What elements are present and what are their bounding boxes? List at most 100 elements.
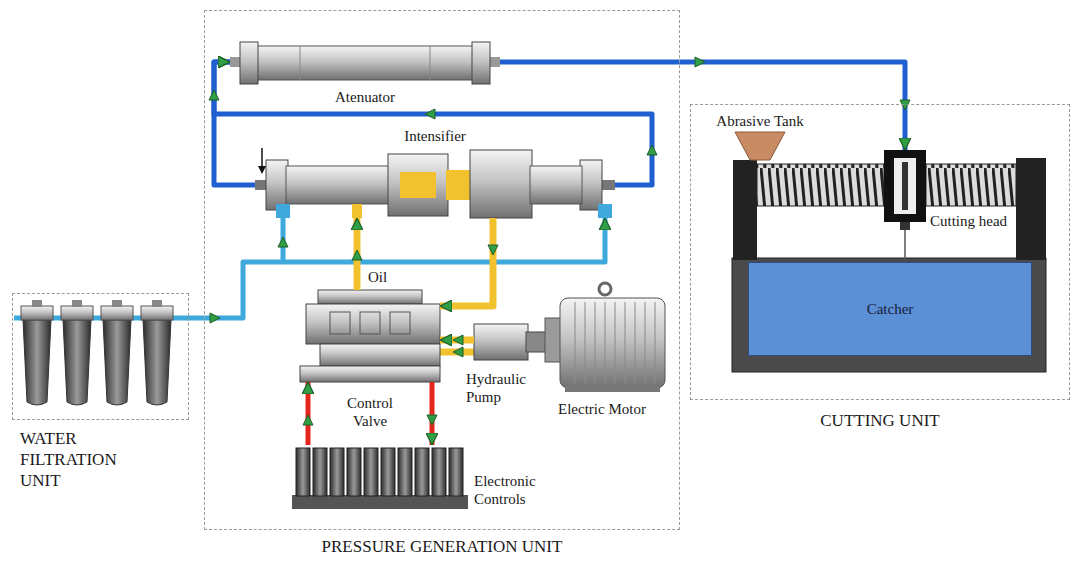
pipe-connector: [306, 382, 311, 445]
electronic-controls-drawing: [347, 448, 361, 496]
filter-cartridge: [21, 300, 173, 405]
filter-cartridge: [103, 320, 131, 405]
filter-cartridge: [61, 306, 93, 320]
electronic-controls-drawing: [292, 448, 468, 509]
electric-motor-drawing: [545, 318, 561, 362]
filter-cartridge: [101, 306, 133, 320]
electric-motor-drawing: [615, 302, 616, 384]
electronic-controls-drawing: [449, 448, 463, 496]
pipe-connector: [440, 218, 493, 306]
pipe-connector: [430, 382, 435, 445]
cutting-head-drawing: [904, 230, 906, 262]
electronic-controls-drawing: [364, 448, 378, 496]
part-label: Cutting head: [930, 212, 1016, 230]
control-valve-drawing: [306, 304, 440, 344]
control-valve-drawing: [300, 366, 440, 382]
intensifier-drawing: [266, 160, 288, 210]
part-label: Control Valve: [340, 394, 400, 430]
control-valve: Control Valve: [300, 290, 440, 382]
flow-arrow: [695, 57, 705, 67]
attenuator-drawing: [230, 42, 500, 84]
electric-motor-drawing: [545, 283, 665, 392]
electric-motor-drawing: [585, 302, 586, 384]
flow-arrow: [453, 335, 463, 345]
electric-motor-drawing: [635, 302, 636, 384]
electronic-controls-drawing: [330, 448, 344, 496]
unit-heading: WATER FILTRATION UNIT: [20, 428, 140, 491]
electronic-controls-drawing: [381, 448, 395, 496]
electronic-controls: Electronic Controls: [290, 445, 470, 510]
flow-arrow: [209, 57, 910, 425]
pipe-connector: [189, 218, 605, 318]
flow-arrow: [453, 347, 463, 357]
part-label: Abrasive Tank: [700, 112, 820, 130]
flow-arrow: [303, 415, 313, 425]
flow-arrow: [647, 145, 657, 155]
part-label: Hydraulic Pump: [466, 370, 540, 406]
part-label: Electronic Controls: [474, 472, 554, 508]
cutting-head: Cutting head: [884, 150, 926, 222]
electric-motor: Electric Motor: [545, 281, 670, 392]
electronic-controls-drawing: [398, 448, 412, 496]
intensifier-drawing: [258, 166, 266, 174]
attenuator-drawing: [256, 46, 474, 80]
intensifier: Intensifier: [255, 150, 615, 218]
intensifier-drawing: [352, 204, 362, 218]
filter-cartridge: [63, 320, 91, 405]
unit-heading: CUTTING UNIT: [690, 410, 1070, 431]
cutting-head-drawing: [894, 158, 916, 214]
electric-motor-drawing: [595, 302, 596, 384]
flow-arrow: [488, 245, 498, 255]
intensifier-drawing: [276, 204, 290, 218]
intensifier-drawing: [470, 150, 532, 218]
cutting-table: [757, 164, 884, 206]
filter-cartridge: [21, 306, 53, 320]
intensifier-drawing: [530, 166, 582, 204]
intensifier-drawing: [400, 172, 436, 198]
filter-cartridge: [141, 306, 173, 320]
part-label: Intensifier: [255, 127, 615, 145]
electric-motor-drawing: [605, 302, 606, 384]
filter-cartridge: [32, 300, 42, 307]
attenuator-drawing: [472, 42, 490, 84]
abrasive-funnel: [735, 132, 785, 160]
electronic-controls-drawing: [415, 448, 429, 496]
cutting-table: [733, 160, 757, 260]
pipe-connector: [214, 62, 652, 185]
electric-motor-drawing: [565, 386, 660, 392]
flow-arrow: [352, 250, 362, 260]
unit-region: CUTTING UNITAbrasive TankCutting headCat…: [690, 104, 1070, 400]
hydraulic-pump-drawing: [474, 324, 546, 360]
intensifier-drawing: [601, 180, 615, 190]
hydraulic-pump-drawing: [526, 332, 546, 352]
intensifier-drawing: [388, 154, 448, 216]
part-label: Catcher: [748, 300, 1032, 318]
electric-motor-drawing: [575, 302, 655, 384]
control-valve-drawing: [318, 290, 422, 304]
electric-motor-drawing: [645, 302, 646, 384]
pipe-label: Oil: [368, 268, 387, 286]
electric-motor-drawing: [560, 298, 665, 388]
attenuator: Atenuator: [230, 36, 500, 86]
pipe-connector: [500, 62, 905, 150]
filter-cartridge: [72, 300, 82, 307]
attenuator-drawing: [430, 46, 431, 80]
control-valve-drawing: [330, 312, 350, 334]
flow-arrow: [900, 100, 910, 110]
cutting-table: [926, 164, 1016, 206]
flow-arrow: [427, 415, 437, 425]
cutting-table: [1016, 158, 1046, 260]
hydraulic-pump: Hydraulic Pump: [474, 320, 545, 364]
attenuator-drawing: [240, 42, 258, 84]
cutting-table: [732, 258, 1046, 372]
filter-cartridge: [152, 300, 162, 307]
flow-arrow: [210, 313, 220, 323]
control-valve-drawing: [390, 312, 410, 334]
intensifier-drawing: [255, 148, 615, 262]
electronic-controls-drawing: [432, 448, 446, 496]
abrasive-tank: Abrasive Tank: [730, 132, 790, 162]
cutting-head-drawing: [884, 150, 926, 262]
cutting-head-drawing: [902, 162, 908, 210]
